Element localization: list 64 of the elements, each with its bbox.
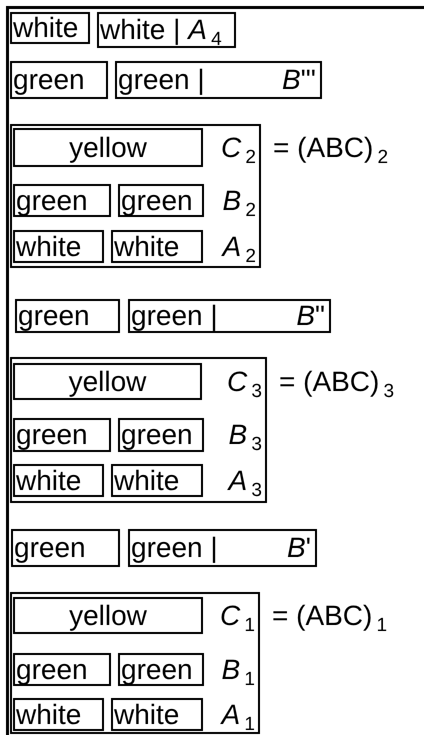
box-text: yellow <box>68 365 148 398</box>
box-text: green <box>121 420 193 450</box>
row-label: A$_{1}$ <box>222 698 255 731</box>
label-box <box>128 529 317 567</box>
group-box <box>10 592 260 734</box>
label-box <box>15 299 120 333</box>
label-box <box>10 12 90 44</box>
label-box <box>13 653 111 686</box>
row-label: B$_{2}$ <box>222 184 256 217</box>
box-text: green <box>16 186 88 215</box>
label-box <box>13 698 104 731</box>
box-text: white <box>16 466 82 495</box>
label-box <box>128 299 331 333</box>
row-label: C$_{2}$ <box>220 131 256 167</box>
row-label: B$_{1}$ <box>222 653 255 686</box>
equation-label: = (ABC)$_{3}$ <box>279 365 394 400</box>
row-label: C$_{1}$ <box>220 599 255 634</box>
label-box <box>13 418 111 452</box>
label-box <box>118 653 204 686</box>
label-box <box>115 61 322 99</box>
box-text: green | <box>131 531 218 565</box>
box-text: green <box>16 655 88 684</box>
box-text: green <box>18 301 90 331</box>
box-text: yellow <box>68 599 148 632</box>
label-box <box>10 61 108 99</box>
box-text: white <box>16 232 82 261</box>
label-box <box>111 698 203 731</box>
box-text: green <box>121 186 193 215</box>
label-box <box>118 418 204 452</box>
box-text: white | A$_{4}$ <box>100 14 222 46</box>
box-text: B" <box>296 301 325 331</box>
equation-label: = (ABC)$_{1}$ <box>272 599 388 634</box>
box-text: green <box>121 655 193 684</box>
row-label: A$_{3}$ <box>228 464 262 497</box>
label-box <box>13 363 202 400</box>
box-text: white <box>114 700 180 729</box>
box-text: green | <box>131 301 218 331</box>
label-box <box>111 464 203 497</box>
label-box <box>118 184 204 217</box>
box-text: white <box>13 14 78 42</box>
box-text: white <box>114 232 180 261</box>
label-box <box>111 230 203 263</box>
label-box <box>13 184 111 217</box>
box-text: green <box>16 420 88 450</box>
box-text: B"' <box>282 63 316 97</box>
box-text: green <box>14 531 86 565</box>
label-box <box>13 597 203 634</box>
label-box <box>13 230 104 263</box>
row-label: A$_{2}$ <box>222 230 256 263</box>
label-box <box>13 464 104 497</box>
label-box <box>11 529 120 567</box>
box-text: white <box>114 466 180 495</box>
label-box <box>97 12 236 48</box>
row-label: C$_{3}$ <box>226 365 262 400</box>
equation-label: = (ABC)$_{2}$ <box>273 131 388 167</box>
group-box <box>10 124 261 268</box>
box-text: B' <box>286 531 311 565</box>
group-box <box>10 357 267 503</box>
label-box <box>13 128 203 167</box>
box-text: white <box>16 700 82 729</box>
box-text: green <box>13 63 85 97</box>
row-label: B$_{3}$ <box>228 418 262 452</box>
box-text: yellow <box>68 131 148 165</box>
box-text: green | <box>118 63 205 97</box>
